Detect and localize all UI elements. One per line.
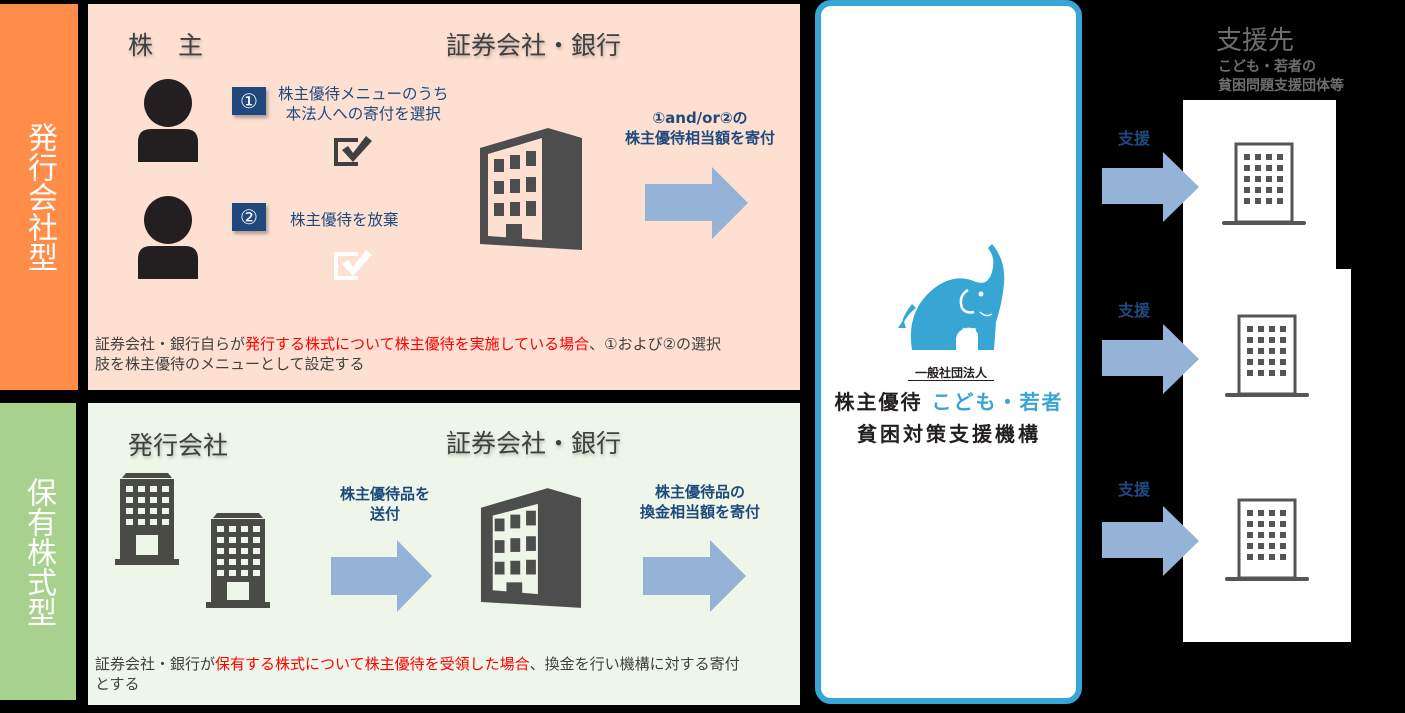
section2-note-line2: とする <box>95 675 140 693</box>
securities-building-icon-2 <box>480 488 582 608</box>
arrow-right-icon <box>331 540 432 612</box>
section2-side-label: 保有株式型 <box>0 403 76 700</box>
section1-note-prefix: 証券会社・銀行自らが <box>95 335 246 353</box>
recipient-building-icon-1 <box>1222 142 1306 225</box>
arrow-right-icon <box>1102 324 1199 394</box>
organization-box <box>815 0 1082 704</box>
arrow-right-icon <box>1102 506 1199 576</box>
donation-label-2-line1: 株主優待品の <box>654 483 745 501</box>
option1-line2: 本法人への寄付を選択 <box>285 105 441 123</box>
recipients-subtitle-line2: 貧困問題支援団体等 <box>1218 78 1344 94</box>
institution-title-2: 証券会社・銀行 <box>446 429 622 458</box>
section2-side-label-text: 保有株式型 <box>21 476 56 627</box>
issuer-building-icon-1 <box>115 473 179 565</box>
person-icon-2 <box>138 196 198 279</box>
institution-title-1: 証券会社・銀行 <box>446 31 622 60</box>
section1-note-highlight: 発行する株式について株主優待を実施している場合 <box>245 335 590 353</box>
checkbox-checked-icon[interactable] <box>332 132 374 170</box>
section1-note-suffix: 、①および②の選択 <box>589 335 722 353</box>
recipients-subtitle: こども・若者の 貧困問題支援団体等 <box>1218 58 1344 96</box>
recipient-building-icon-2 <box>1225 314 1309 397</box>
donation-label-2: 株主優待品の 換金相当額を寄付 <box>610 482 790 522</box>
support-label-1: 支援 <box>1118 129 1151 148</box>
recipients-area-top <box>1183 100 1336 270</box>
donation-label-1-line1: ①and/or②の <box>652 109 748 127</box>
section2-note-highlight: 保有する株式について株主優待を受領した場合 <box>215 655 530 673</box>
send-label: 株主優待品を 送付 <box>315 484 455 524</box>
donation-label-1: ①and/or②の 株主優待相当額を寄付 <box>600 108 800 148</box>
recipients-subtitle-line1: こども・若者の <box>1218 59 1316 75</box>
organization-legal-type: 一般社団法人 <box>908 366 994 381</box>
organization-name-line1: 株主優待 こども・若者 <box>822 386 1076 415</box>
shareholder-title: 株 主 <box>128 31 204 60</box>
checkbox-light-icon[interactable] <box>332 246 374 282</box>
recipient-building-icon-3 <box>1225 498 1309 581</box>
donation-label-2-line2: 換金相当額を寄付 <box>639 503 760 521</box>
section2-panel <box>88 403 800 705</box>
section1-note: 証券会社・銀行自らが発行する株式について株主優待を実施している場合、①および②の… <box>95 334 795 374</box>
section1-note-line2: 肢を株主優待のメニューとして設定する <box>95 355 365 373</box>
section2-note-suffix: 、換金を行い機構に対する寄付 <box>529 655 740 673</box>
person-icon-1 <box>138 79 198 162</box>
option1-badge: ① <box>232 87 266 115</box>
arrow-right-icon <box>1102 152 1199 222</box>
section1-side-label-text: 発行会社型 <box>22 122 57 272</box>
issuer-building-icon-2 <box>206 513 270 608</box>
recipients-title: 支援先 <box>1216 26 1295 56</box>
section2-note: 証券会社・銀行が保有する株式について株主優待を受領した場合、換金を行い機構に対す… <box>95 654 795 694</box>
issuer-title: 発行会社 <box>128 431 229 460</box>
arrow-right-icon <box>645 167 748 239</box>
option2-text: 株主優待を放棄 <box>290 211 399 229</box>
support-label-3: 支援 <box>1118 480 1151 499</box>
section2-note-prefix: 証券会社・銀行が <box>95 655 216 673</box>
donation-label-1-line2: 株主優待相当額を寄付 <box>624 129 775 147</box>
organization-name-part1: 株主優待 <box>834 390 923 414</box>
option1-text: 株主優待メニューのうち 本法人への寄付を選択 <box>278 84 449 124</box>
send-label-line2: 送付 <box>369 505 400 523</box>
option1-line1: 株主優待メニューのうち <box>278 85 449 103</box>
organization-name-line2: 貧困対策支援機構 <box>857 422 1041 446</box>
elephant-logo-icon <box>898 244 1005 350</box>
send-label-line1: 株主優待品を <box>339 485 430 503</box>
organization-name-part2: こども・若者 <box>931 390 1064 414</box>
securities-building-icon-1 <box>480 128 582 250</box>
section1-side-label: 発行会社型 <box>0 4 78 390</box>
support-label-2: 支援 <box>1118 301 1151 320</box>
arrow-right-icon <box>643 540 746 612</box>
option2-badge: ② <box>232 203 266 231</box>
